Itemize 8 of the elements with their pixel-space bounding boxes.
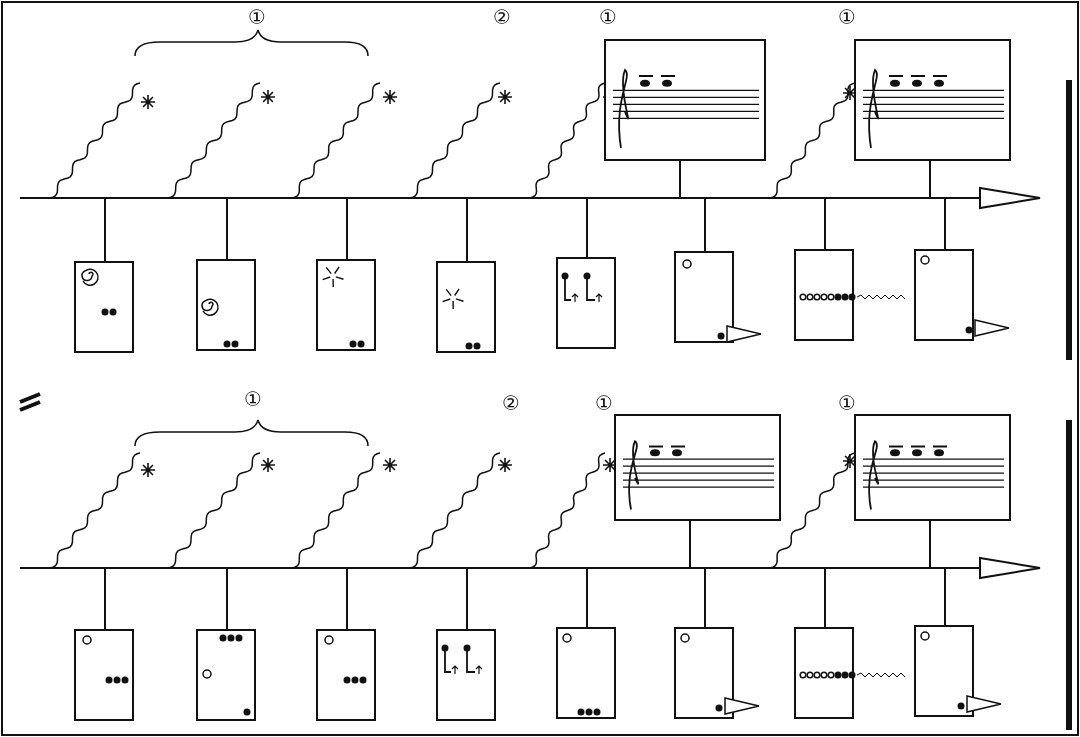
circled-number: ① — [244, 388, 262, 410]
circled-number: ① — [248, 6, 266, 28]
circled-number: ② — [502, 392, 520, 414]
circled-number: ② — [493, 6, 511, 28]
circled-number: ① — [838, 6, 856, 28]
circled-number: ① — [595, 392, 613, 414]
circled-number: ① — [599, 6, 617, 28]
circled-number: ① — [838, 392, 856, 414]
